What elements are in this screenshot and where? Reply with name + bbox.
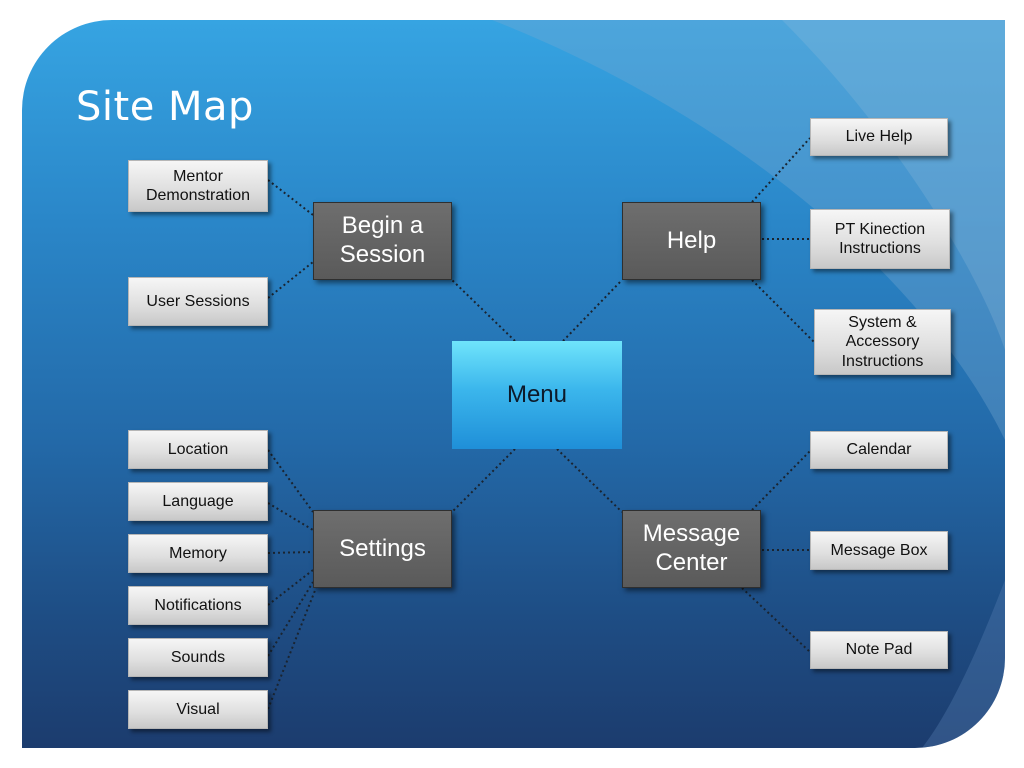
menu-node[interactable]: Menu [452,341,622,449]
message-center-label: Message Center [642,520,741,576]
location-label: Location [167,440,229,458]
help-node[interactable]: Help [622,202,761,280]
settings-label: Settings [339,534,426,562]
message-box-label: Message Box [830,541,928,559]
menu-node-label: Menu [506,380,568,408]
language-box[interactable]: Language [128,482,268,521]
live-help-label: Live Help [845,128,913,146]
pt-kinection-label: PT Kinection Instructions [834,220,926,257]
live-help-box[interactable]: Live Help [810,118,948,156]
calendar-box[interactable]: Calendar [810,431,948,469]
memory-label: Memory [169,544,227,562]
system-accessory-label: System & Accessory Instructions [841,314,924,370]
sounds-box[interactable]: Sounds [128,638,268,677]
system-accessory-box[interactable]: System & Accessory Instructions [814,309,951,375]
notifications-label: Notifications [154,596,242,614]
mentor-demonstration-label: Mentor Demonstration [145,167,251,204]
message-center-node[interactable]: Message Center [622,510,761,588]
help-label: Help [666,226,717,254]
page-title: Site Map [76,84,254,130]
user-sessions-label: User Sessions [146,292,250,310]
message-box-box[interactable]: Message Box [810,531,948,570]
note-pad-box[interactable]: Note Pad [810,631,948,669]
calendar-label: Calendar [846,441,912,459]
sounds-label: Sounds [170,648,226,666]
mentor-demonstration-box[interactable]: Mentor Demonstration [128,160,268,212]
settings-node[interactable]: Settings [313,510,452,588]
begin-session-label: Begin a Session [339,212,426,268]
notifications-box[interactable]: Notifications [128,586,268,625]
visual-box[interactable]: Visual [128,690,268,729]
pt-kinection-box[interactable]: PT Kinection Instructions [810,209,950,269]
location-box[interactable]: Location [128,430,268,469]
memory-box[interactable]: Memory [128,534,268,573]
note-pad-label: Note Pad [845,641,913,659]
visual-label: Visual [176,700,220,718]
user-sessions-box[interactable]: User Sessions [128,277,268,326]
language-label: Language [162,492,234,510]
begin-session-node[interactable]: Begin a Session [313,202,452,280]
